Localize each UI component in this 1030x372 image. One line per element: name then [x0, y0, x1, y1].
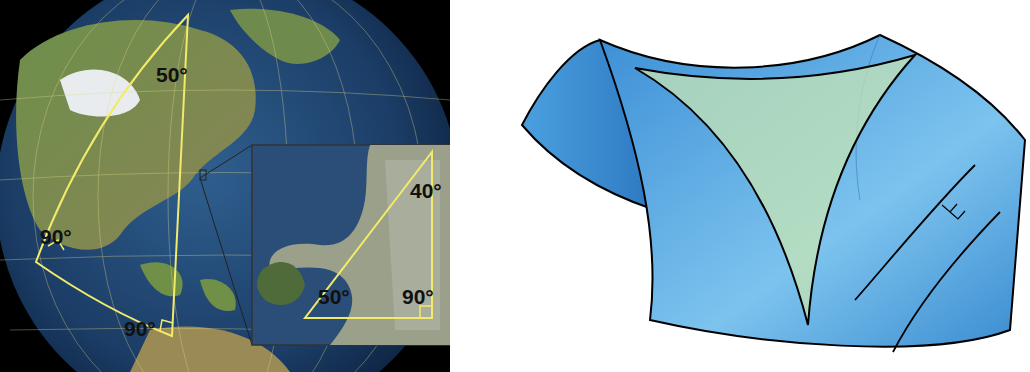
angle-label: 40°: [410, 180, 442, 201]
angle-label: 90°: [40, 226, 72, 247]
angle-label: 90°: [124, 318, 156, 339]
angle-label: 50°: [156, 64, 188, 85]
angle-label: 50°: [318, 286, 350, 307]
angle-label: 90°: [402, 286, 434, 307]
